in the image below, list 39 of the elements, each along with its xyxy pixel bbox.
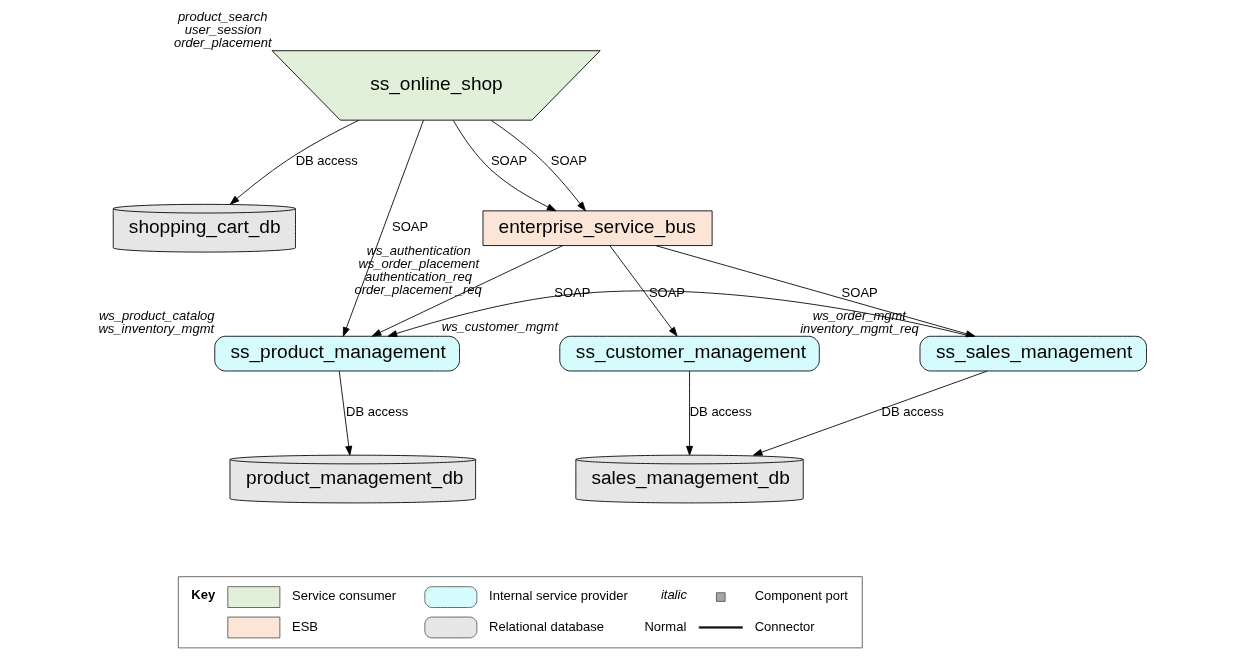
arrow (371, 245, 563, 337)
edge-label: DB access (295, 153, 358, 169)
legend-label: Component port (754, 588, 848, 604)
node-box: ss_customer_management (558, 335, 820, 372)
edge-label: DB access (881, 404, 944, 420)
edge-label: SOAP (391, 219, 428, 235)
arrow (338, 370, 352, 456)
edge-label: SOAP (490, 153, 527, 169)
node-box: ss_sales_management (919, 335, 1147, 372)
edge-label: SOAP (841, 285, 878, 301)
legend-label: Relational database (488, 618, 604, 634)
label: italic (660, 587, 687, 603)
label: Normal (643, 618, 686, 634)
edge-label: SOAP (648, 285, 685, 301)
arrow (609, 245, 677, 337)
legend-label: Connector (754, 618, 815, 634)
arrow (654, 245, 975, 338)
arrow (685, 370, 693, 456)
node-label: ws_order_placement (357, 256, 479, 272)
node-label: user_session (184, 22, 261, 38)
arrow (452, 119, 556, 212)
arrow (752, 370, 988, 456)
arrow (490, 119, 586, 212)
arrow (229, 119, 359, 205)
node-label: product_search (177, 9, 268, 25)
node-label: ws_authentication (366, 243, 471, 259)
legend-label: ESB (291, 618, 318, 634)
node-box: enterprise_service_bus (482, 210, 713, 246)
node-label: ws_product_catalog (98, 307, 215, 323)
edge-label: DB access (345, 404, 408, 420)
arrow (342, 119, 424, 337)
legend-label: Service consumer (291, 588, 396, 604)
edge-label: DB access (689, 404, 752, 420)
edge-label: SOAP (550, 153, 587, 169)
legend-label: Internal service provider (488, 588, 628, 604)
node-box: ss_product_management (213, 335, 460, 372)
label: Key (190, 587, 215, 603)
node-label: ws_customer_mgmt (441, 319, 558, 335)
node-label: order_placement (173, 35, 272, 51)
